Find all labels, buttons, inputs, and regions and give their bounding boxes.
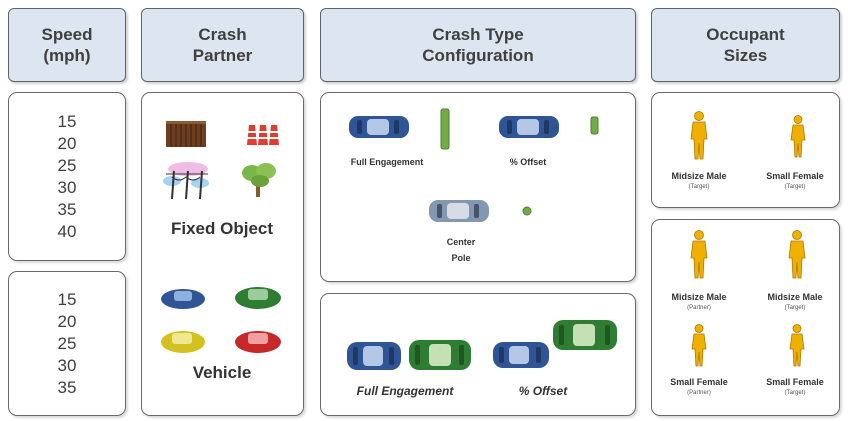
utility-poles-icon: [163, 162, 209, 200]
red-car-icon: [235, 331, 281, 353]
offset-car-icon: [499, 116, 559, 138]
header-speed-line2: (mph): [43, 46, 91, 65]
header-occupant-line1: Occupant: [706, 25, 785, 44]
partner-fixed-object-label: Fixed Object: [170, 219, 274, 238]
small-female-figure-icon: [691, 324, 707, 367]
blue-car-icon: [161, 289, 205, 309]
vehicle-offset-label: % Offset: [518, 384, 568, 398]
header-partner-line1: Crash: [198, 25, 247, 44]
speed-value: 15: [57, 111, 77, 131]
offset-target-car-icon: [493, 342, 549, 368]
header-crash-type-line2: Configuration: [422, 46, 534, 65]
occupant-label: Midsize Male: [767, 292, 823, 302]
midsize-male-figure-icon: [690, 230, 708, 279]
speed-value: 20: [57, 133, 77, 153]
occupant-label: Midsize Male: [671, 171, 727, 181]
speed-value: 40: [57, 221, 77, 241]
occupant-role: (Partner): [687, 390, 711, 396]
occupants-vehicle-panel: Midsize Male (Partner) Midsize Male (Tar…: [651, 219, 840, 416]
header-occupant-sizes: Occupant Sizes: [651, 8, 840, 82]
occupant-label: Small Female: [766, 171, 824, 181]
vehicle-configurations-panel: Full Engagement % Offset: [320, 293, 636, 416]
speed-value: 35: [57, 199, 77, 219]
speed-value: 20: [57, 311, 77, 331]
center-pole-label-line2: Pole: [451, 253, 471, 263]
occupant-label: Midsize Male: [671, 292, 727, 302]
center-pole-car-icon: [429, 200, 489, 222]
offset-label: % Offset: [509, 157, 547, 167]
green-car-icon: [235, 287, 281, 309]
occupants-fixed-panel: Midsize Male (Target) Small Female (Targ…: [651, 92, 840, 208]
speed-value: 15: [57, 289, 77, 309]
speed-value: 30: [57, 355, 77, 375]
vehicle-full-engagement-label: Full Engagement: [356, 384, 454, 398]
midsize-male-figure-icon: [788, 230, 806, 279]
occupant-role: (Target): [688, 184, 710, 190]
trees-icon: [242, 163, 276, 197]
occupant-label: Small Female: [766, 377, 824, 387]
full-engagement-target-car-icon: [347, 342, 401, 370]
center-pole-label-line1: Center: [446, 237, 476, 247]
speed-list-fixed: 15 20 25 30 35 40: [8, 92, 126, 261]
occupant-role: (Target): [784, 390, 806, 396]
small-female-figure-icon: [790, 115, 806, 158]
fixed-object-configurations-panel: Full Engagement % Offset Center Pole: [320, 92, 636, 282]
barrier-wall-icon: [166, 121, 206, 147]
yellow-car-icon: [161, 331, 205, 353]
offset-barrier-icon: [590, 116, 599, 135]
header-crash-type-line1: Crash Type: [432, 25, 524, 44]
speed-value: 30: [57, 177, 77, 197]
full-engagement-partner-car-icon: [409, 340, 471, 370]
header-partner-line2: Partner: [192, 46, 253, 65]
traffic-barrels-icon: [247, 125, 279, 145]
offset-partner-car-icon: [553, 320, 617, 350]
occupant-label: Small Female: [670, 377, 728, 387]
header-crash-partner: Crash Partner: [141, 8, 304, 82]
header-occupant-line2: Sizes: [723, 46, 768, 65]
occupant-role: (Target): [784, 305, 806, 311]
full-engagement-label: Full Engagement: [350, 157, 424, 167]
speed-value: 35: [57, 377, 77, 397]
speed-list-vehicle: 15 20 25 30 35: [8, 271, 126, 416]
full-barrier-icon: [440, 108, 450, 150]
header-speed: Speed (mph): [8, 8, 126, 82]
occupant-role: (Partner): [687, 305, 711, 311]
small-female-figure-icon: [789, 324, 805, 367]
header-speed-line1: Speed: [41, 25, 93, 44]
crash-partner-panel: Fixed Object Vehicle: [141, 92, 304, 416]
speed-value: 25: [57, 155, 77, 175]
speed-value: 25: [57, 333, 77, 353]
midsize-male-figure-icon: [690, 111, 708, 160]
header-crash-type: Crash Type Configuration: [320, 8, 636, 82]
partner-vehicle-label: Vehicle: [192, 363, 252, 382]
occupant-role: (Target): [784, 184, 806, 190]
full-engagement-car-icon: [349, 116, 409, 138]
pole-icon: [522, 206, 532, 216]
